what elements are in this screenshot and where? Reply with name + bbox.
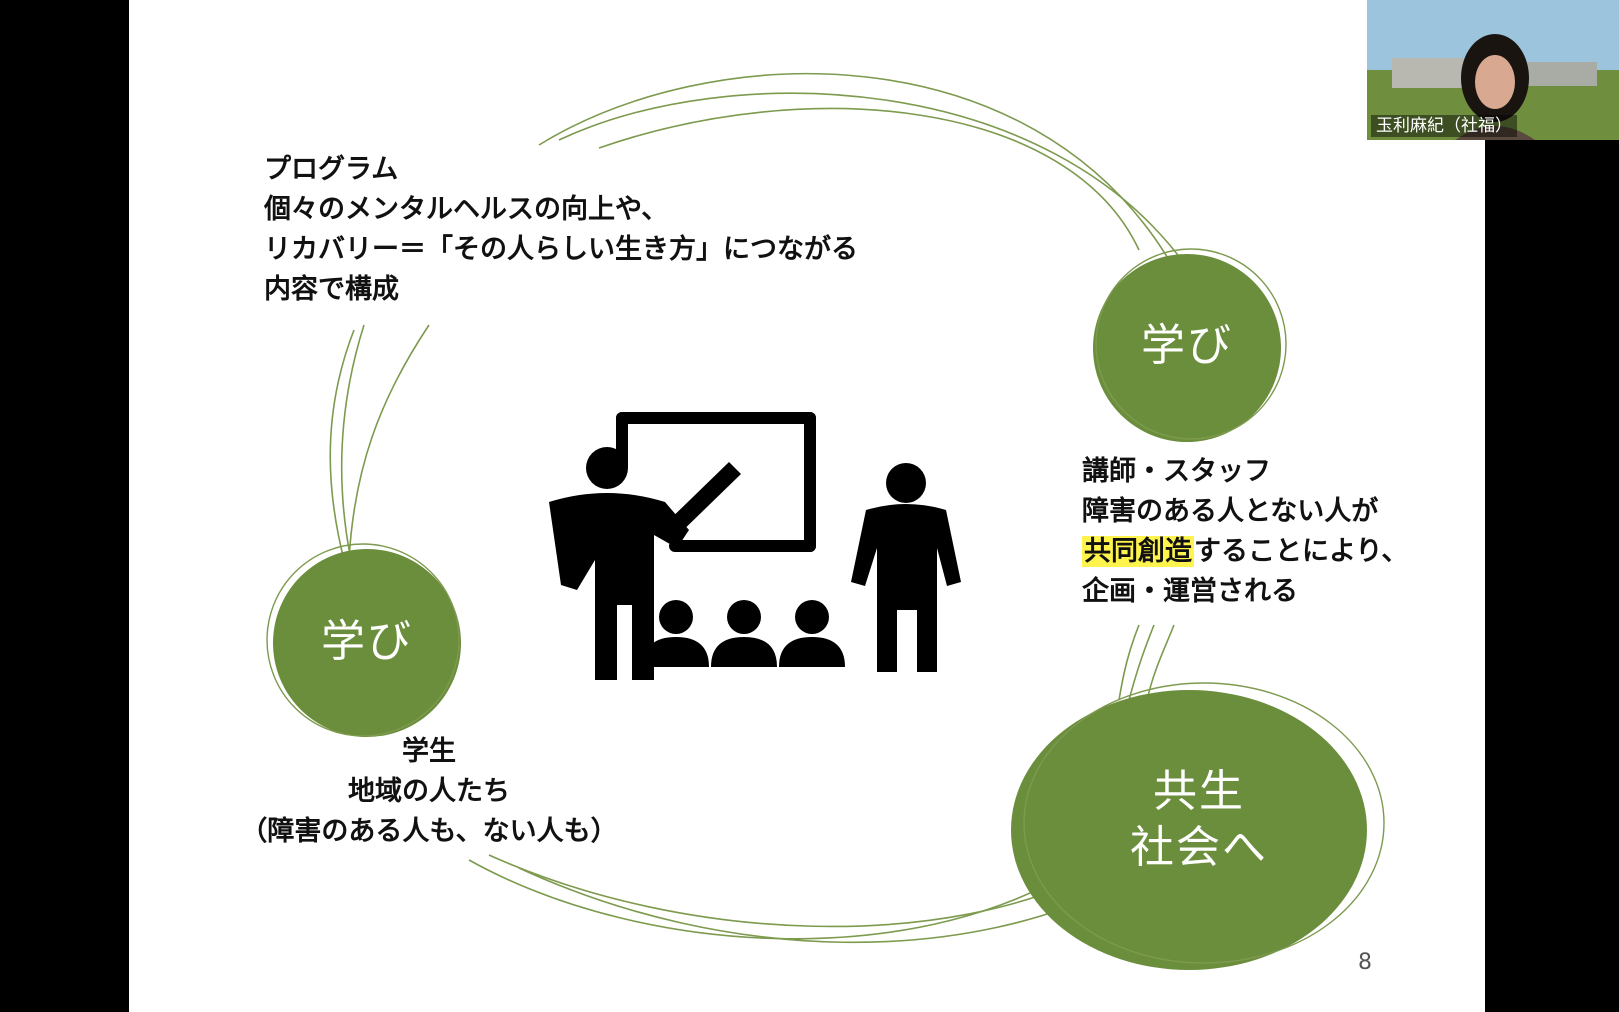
kyosei-line: 共生 — [1153, 766, 1245, 817]
student-heading: 学生 — [402, 736, 456, 767]
kyosei-line: 社会へ — [1130, 822, 1268, 873]
staff-line: 企画・運営される — [1082, 576, 1298, 607]
co-creation-highlight: 共同創造 — [1082, 536, 1194, 567]
program-line: 内容で構成 — [264, 274, 399, 305]
staff-line: 障害のある人とない人が — [1082, 496, 1379, 527]
program-line: リカバリー＝「その人らしい生き方」につながる — [264, 234, 858, 265]
program-heading: プログラム — [264, 154, 399, 185]
camera-feed — [1367, 0, 1619, 140]
staff-line: 共同創造することにより、 — [1082, 532, 1408, 572]
manabi-right-circle — [1093, 254, 1281, 442]
participant-video-tile[interactable]: 玉利麻紀（社福） — [1367, 0, 1619, 140]
kyosei-circle — [1011, 690, 1367, 970]
manabi-right-label: 学び — [1141, 320, 1233, 371]
loop-lines — [329, 72, 1190, 944]
staff-heading: 講師・スタッフ — [1082, 456, 1271, 487]
presentation-slide: プログラム 個々のメンタルヘルスの向上や、 リカバリー＝「その人らしい生き方」に… — [129, 0, 1485, 1012]
program-line: 個々のメンタルヘルスの向上や、 — [264, 194, 669, 225]
student-text-block: 学生 地域の人たち （障害のある人も、ない人も） — [129, 732, 729, 852]
staff-line-rest: することにより、 — [1194, 536, 1409, 567]
student-line: 地域の人たち — [348, 776, 510, 807]
participant-name-label: 玉利麻紀（社福） — [1371, 115, 1517, 137]
program-text-block: プログラム 個々のメンタルヘルスの向上や、 リカバリー＝「その人らしい生き方」に… — [264, 150, 858, 310]
staff-text-block: 講師・スタッフ 障害のある人とない人が 共同創造することにより、 企画・運営され… — [1082, 452, 1408, 612]
student-line: （障害のある人も、ない人も） — [240, 816, 618, 847]
manabi-left-circle — [273, 549, 461, 737]
manabi-left-label: 学び — [321, 616, 413, 667]
kyosei-label: 共生 社会へ — [1059, 764, 1339, 876]
classroom-icon — [549, 412, 961, 680]
slide-graphics — [266, 72, 1385, 970]
page-number: 8 — [1358, 950, 1372, 975]
